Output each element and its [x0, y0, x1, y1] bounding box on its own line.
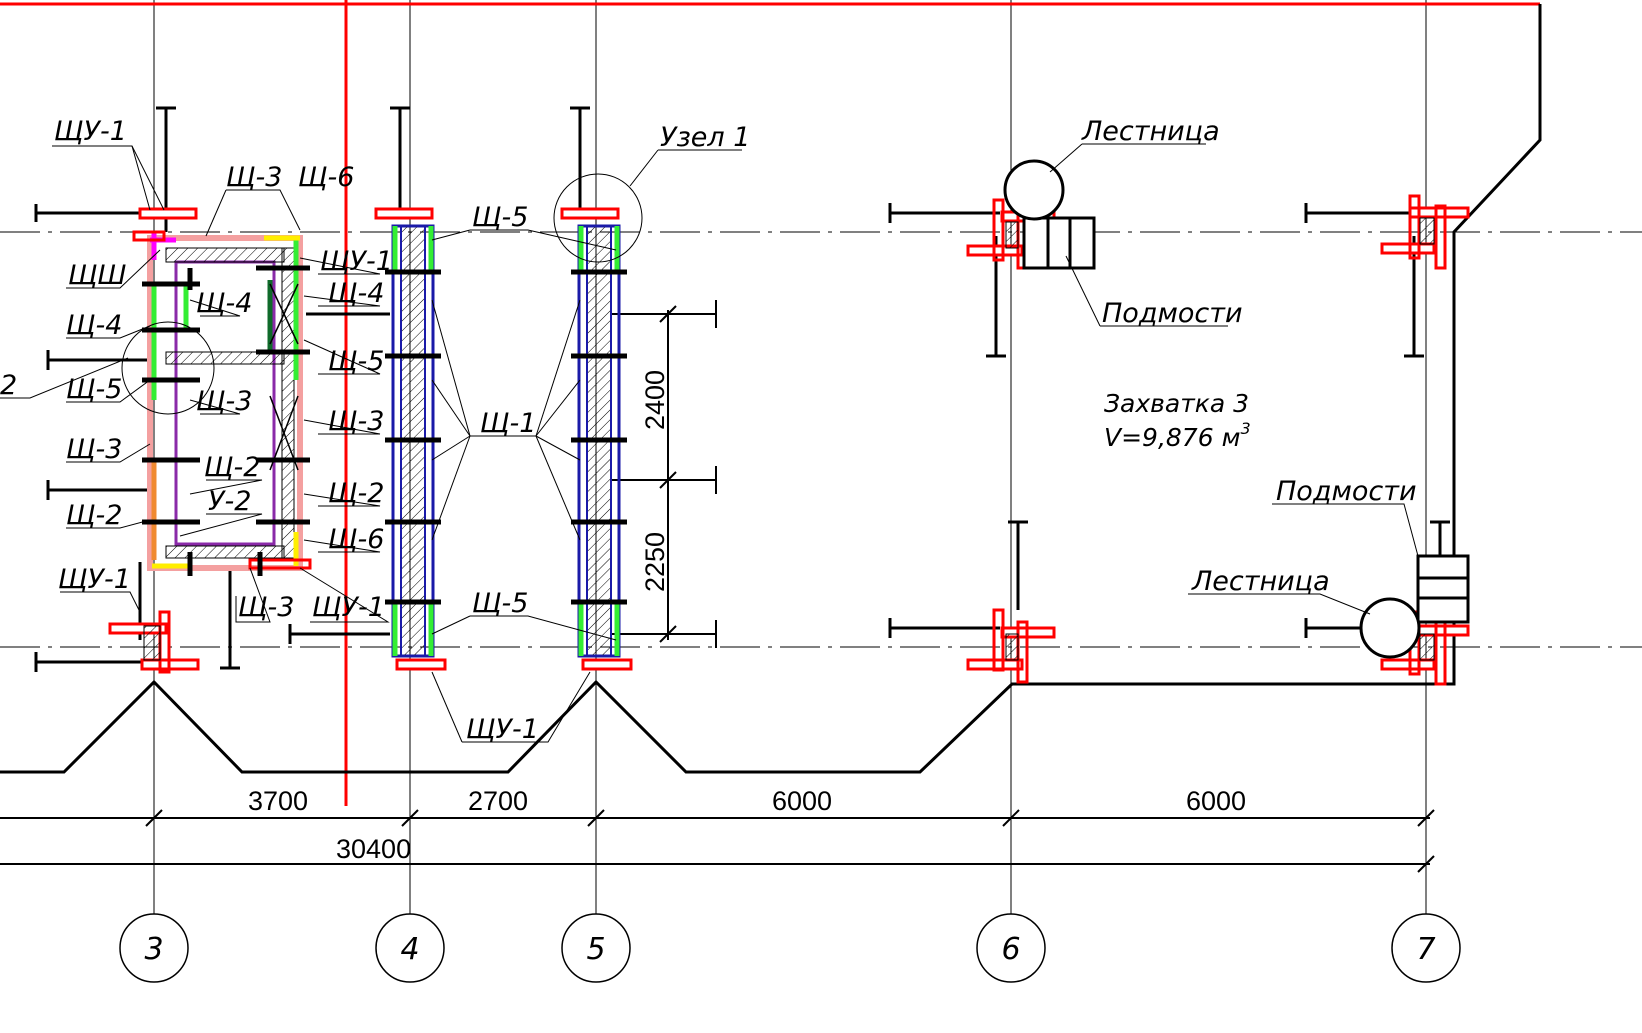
zone-title: Захватка 3	[1104, 389, 1249, 418]
label-shch4-b: Щ-4	[66, 310, 122, 341]
label-node1: Узел 1	[660, 122, 750, 153]
label-node2: 2	[0, 370, 17, 401]
zone-note: Захватка 3 V=9,876 м3	[1104, 389, 1251, 452]
dim-4-5: 2700	[468, 786, 528, 816]
label-shch2-b: Щ-2	[66, 500, 122, 531]
axis-label-3: 3	[144, 932, 163, 967]
label-ladder-a: Лестница	[1081, 116, 1220, 147]
axis-labels: 3 4 5 6 7	[144, 932, 1435, 967]
label-shch5-c: Щ-5	[472, 202, 528, 233]
label-shch5-a: Щ-5	[66, 374, 122, 405]
dim-6-7: 6000	[1186, 786, 1246, 816]
dim-3-4: 3700	[248, 786, 308, 816]
label-shch2-a: Щ-2	[204, 452, 260, 483]
axis-bubbles	[119, 913, 1461, 983]
label-ladder-b: Лестница	[1191, 566, 1330, 597]
columns-axis-6-7	[966, 159, 1470, 686]
building-outline	[0, 4, 1542, 774]
axis-label-4: 4	[400, 932, 419, 967]
label-shch4-a: Щ-4	[196, 288, 252, 319]
dim-5-6: 6000	[772, 786, 832, 816]
label-shch3-b: Щ-3	[196, 386, 252, 417]
zone-volume-value: V=9,876 м	[1104, 423, 1240, 452]
label-shch3-c: Щ-3	[66, 434, 122, 465]
label-shch3-e: Щ-3	[328, 406, 384, 437]
label-shch6-a: Щ-6	[298, 162, 354, 193]
label-shchu1-a: ЩУ-1	[54, 116, 127, 147]
label-scaffold-a: Подмости	[1102, 298, 1243, 329]
axis-bubble-4	[375, 913, 445, 983]
dim-total: 30400	[336, 834, 411, 864]
label-shchu1-c: ЩУ-1	[312, 592, 385, 623]
element-labels: ЩУ-1 Щ-3 Щ-6 ЩШ Щ-4 Щ-4 2 Щ-5 Щ-3 Щ-3 Щ-…	[0, 116, 1417, 745]
dimension-labels: 3700 2700 6000 6000 30400 2400 2250	[248, 370, 1246, 864]
label-shchu1-e: ЩУ-1	[466, 714, 539, 745]
label-shch3-a: Щ-3	[226, 162, 282, 193]
axis-bubble-6	[976, 913, 1046, 983]
label-shch5-d: Щ-5	[472, 588, 528, 619]
label-shchu1-d: ЩУ-1	[320, 246, 393, 277]
label-scaffold-b: Подмости	[1276, 476, 1417, 507]
zone-volume-sup: 3	[1240, 419, 1250, 438]
label-shchsh: ЩШ	[68, 260, 127, 291]
leader-lines	[0, 143, 1419, 743]
section-boundaries	[0, 0, 1540, 806]
label-u2: У-2	[208, 486, 251, 517]
label-shch4-c: Щ-4	[328, 278, 384, 309]
label-shch5-b: Щ-5	[328, 346, 384, 377]
column-formwork-axis-5	[560, 207, 633, 671]
label-shch3-d: Щ-3	[238, 592, 294, 623]
axis-label-7: 7	[1416, 932, 1435, 967]
label-shch2-c: Щ-2	[328, 478, 384, 509]
label-shch1: Щ-1	[480, 408, 536, 439]
column-formwork-axis-4	[374, 207, 447, 671]
wall-formwork-cluster	[108, 207, 312, 674]
dim-vertical-lower: 2250	[640, 532, 670, 592]
zone-volume: V=9,876 м3	[1104, 419, 1251, 452]
axis-label-6: 6	[1001, 932, 1020, 967]
dimension-lines	[0, 300, 1435, 873]
axis-bubble-3	[119, 913, 189, 983]
label-shch6-b: Щ-6	[328, 524, 384, 555]
axis-bubble-7	[1391, 913, 1461, 983]
axis-bubble-5	[561, 913, 631, 983]
dim-vertical-upper: 2400	[640, 370, 670, 430]
axis-label-5: 5	[586, 932, 605, 967]
label-shchu1-b: ЩУ-1	[58, 564, 131, 595]
